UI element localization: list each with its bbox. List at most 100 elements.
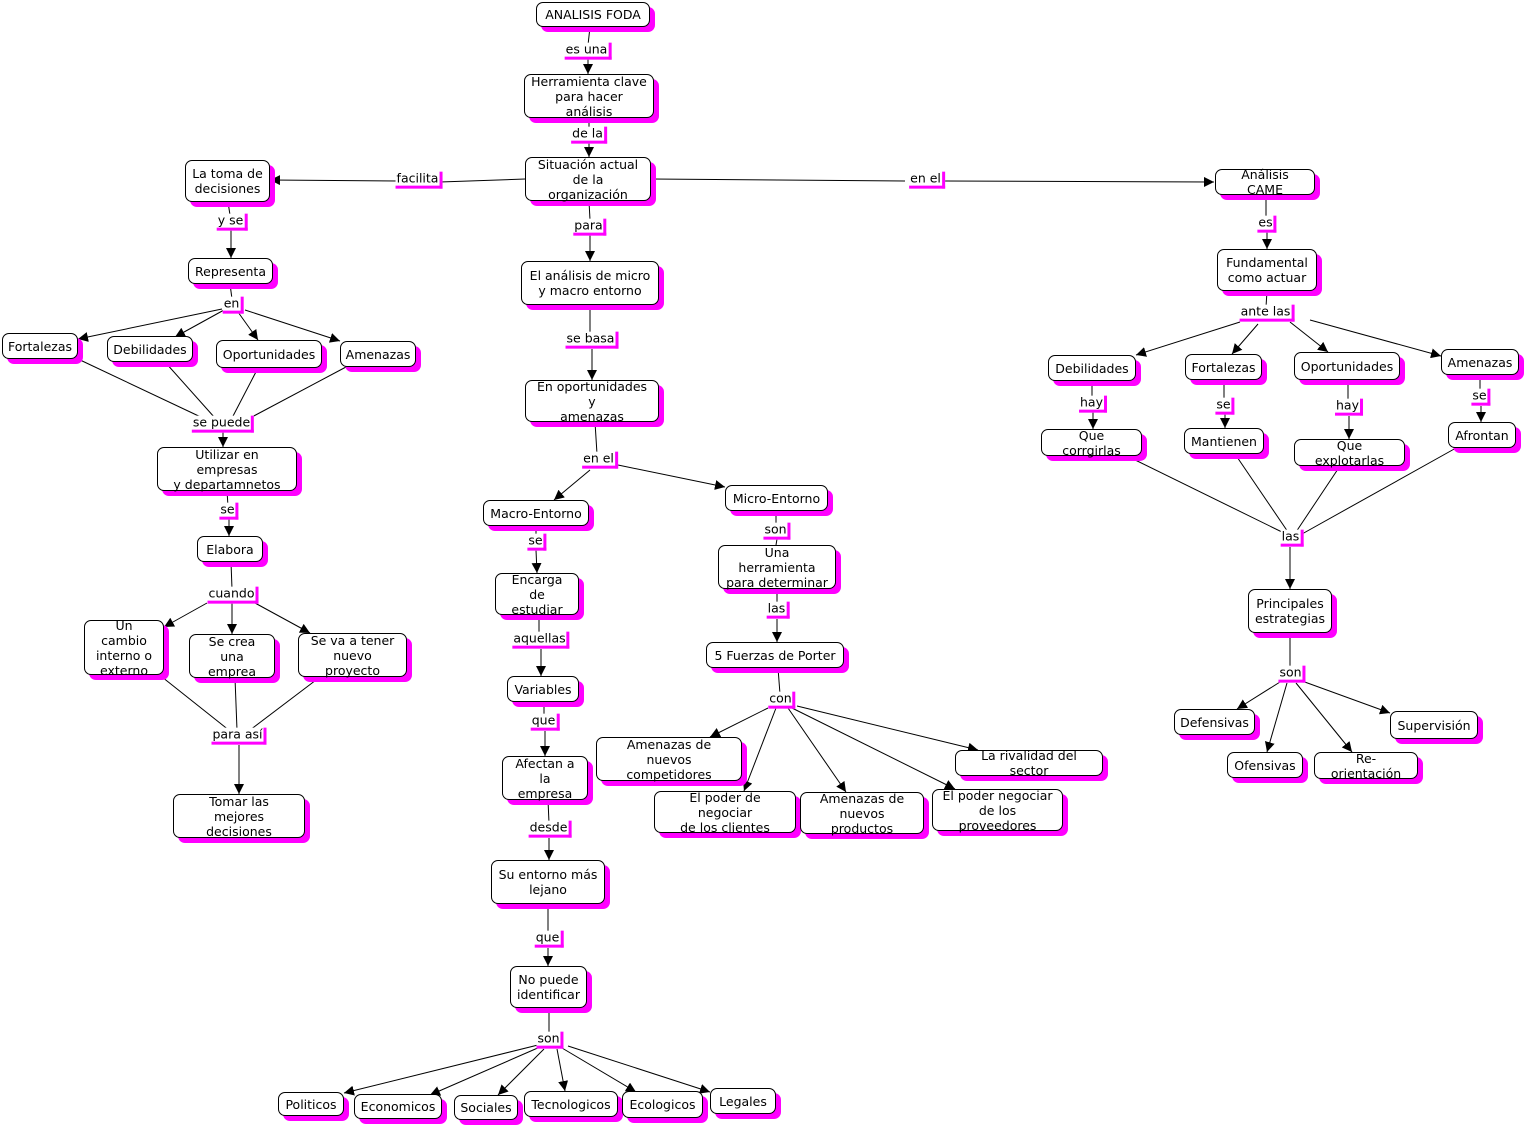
link-se-basa[interactable]: se basa — [565, 331, 619, 349]
concept-debilidades-left[interactable]: Debilidades — [107, 336, 193, 362]
concept-no-puede-identificar[interactable]: No puede identificar — [510, 966, 587, 1008]
link-facilita[interactable]: facilita — [395, 171, 443, 189]
line-connector — [227, 201, 231, 216]
link-para-asi[interactable]: para así — [211, 727, 267, 745]
arrow-connector — [709, 707, 769, 738]
concept-ofensivas[interactable]: Ofensivas — [1227, 752, 1303, 778]
link-se-fortalezas[interactable]: se — [1215, 397, 1235, 415]
link-cuando[interactable]: cuando — [207, 586, 259, 604]
concept-poder-clientes[interactable]: El poder de negociar de los clientes — [654, 790, 796, 835]
concept-analisis-foda[interactable]: ANALISIS FODA — [536, 2, 650, 27]
concept-herramienta-clave[interactable]: Herramienta clave para hacer análisis — [524, 74, 654, 119]
concept-poder-proveedores[interactable]: El poder negociar de los proveedores — [932, 788, 1063, 833]
concept-que-corregirlas[interactable]: Que corrgirlas — [1041, 428, 1142, 458]
concept-ecologicos[interactable]: Ecologicos — [622, 1091, 703, 1118]
concept-nuevo-proyecto[interactable]: Se va a tener nuevo proyecto — [298, 633, 407, 678]
concept-afectan-a-la-empresa[interactable]: Afectan a la empresa — [502, 756, 588, 801]
link-que-2[interactable]: que — [534, 930, 564, 948]
link-es-came[interactable]: es — [1257, 215, 1277, 233]
concept-se-crea-una-empresa[interactable]: Se crea una emprea — [189, 634, 275, 679]
link-es-una[interactable]: es una — [564, 42, 612, 60]
line-connector — [1234, 453, 1289, 533]
concept-micro-entorno[interactable]: Micro-Entorno — [725, 485, 828, 511]
concept-analisis-micro-macro[interactable]: El análisis de micro y macro entorno — [521, 261, 659, 305]
arrow-connector — [787, 707, 847, 793]
link-se-puede[interactable]: se puede — [191, 415, 255, 433]
concept-economicos[interactable]: Economicos — [354, 1094, 442, 1119]
link-de-la[interactable]: de la — [571, 127, 607, 144]
arrow-connector — [742, 707, 777, 792]
arrow-connector — [556, 1048, 569, 1092]
concept-la-toma-de-decisiones[interactable]: La toma de decisiones — [185, 160, 270, 202]
link-en-el-mid[interactable]: en el — [582, 451, 618, 469]
arrow-connector — [617, 464, 726, 490]
concept-elabora[interactable]: Elabora — [197, 536, 263, 562]
link-hay-2[interactable]: hay — [1335, 398, 1363, 416]
link-desde[interactable]: desde — [528, 820, 572, 838]
concept-macro-entorno[interactable]: Macro-Entorno — [483, 500, 589, 526]
concept-fortalezas-right[interactable]: Fortalezas — [1185, 354, 1262, 380]
line-connector — [1126, 455, 1285, 534]
arrow-connector — [531, 549, 542, 574]
link-son-right[interactable]: son — [1278, 665, 1306, 683]
link-se-amenazas[interactable]: se — [1471, 388, 1491, 406]
line-connector — [161, 676, 231, 732]
arrow-connector — [1301, 680, 1391, 715]
arrow-connector — [791, 707, 956, 790]
link-se-macro[interactable]: se — [527, 533, 547, 551]
line-connector — [1301, 447, 1457, 535]
concept-defensivas[interactable]: Defensivas — [1174, 709, 1255, 735]
concept-representa[interactable]: Representa — [188, 258, 273, 284]
concept-oportunidades-right[interactable]: Oportunidades — [1294, 352, 1400, 380]
line-connector — [164, 361, 216, 419]
link-hay-1[interactable]: hay — [1079, 395, 1107, 413]
concept-encarga-de-estudiar[interactable]: Encarga de estudiar — [495, 572, 579, 617]
link-las-micro[interactable]: las — [766, 601, 790, 619]
concept-supervision[interactable]: Supervisión — [1390, 711, 1478, 739]
concept-nuevos-competidores[interactable]: Amenazas de nuevos competidores — [596, 737, 742, 782]
concept-sociales[interactable]: Sociales — [454, 1095, 518, 1120]
concept-herramienta-determinar[interactable]: Una herramienta para determinar — [718, 545, 836, 590]
concept-analisis-came[interactable]: Análisis CAME — [1215, 167, 1315, 197]
concept-un-cambio[interactable]: Un cambio interno o externo — [84, 618, 164, 678]
concept-rivalidad-sector[interactable]: La rivalidad del sector — [955, 748, 1103, 778]
concept-nuevos-productos[interactable]: Amenazas de nuevos productos — [800, 791, 924, 836]
concept-variables[interactable]: Variables — [507, 676, 579, 702]
concept-tomar-mejores-decisiones[interactable]: Tomar las mejores decisiones — [173, 794, 305, 839]
link-son-bottom[interactable]: son — [536, 1031, 564, 1049]
link-que-1[interactable]: que — [530, 713, 560, 731]
concept-tecnologicos[interactable]: Tecnologicos — [524, 1091, 618, 1117]
concept-que-explotarlas[interactable]: Que explotarlas — [1294, 438, 1405, 468]
concept-amenazas-left[interactable]: Amenazas — [340, 341, 416, 367]
concept-politicos[interactable]: Politicos — [278, 1092, 344, 1116]
concept-afrontan[interactable]: Afrontan — [1448, 422, 1516, 448]
concept-oportunidades-y-amenazas[interactable]: En oportunidades y amenazas — [525, 379, 659, 424]
link-en-el-right[interactable]: en el — [909, 171, 945, 189]
concept-amenazas-right[interactable]: Amenazas — [1441, 349, 1519, 375]
link-con[interactable]: con — [768, 691, 796, 709]
arrow-connector — [343, 1044, 539, 1096]
concept-oportunidades-left[interactable]: Oportunidades — [216, 340, 322, 368]
concept-situacion-actual[interactable]: Situación actual de la organización — [525, 157, 651, 202]
concept-principales-estrategias[interactable]: Principales estrategias — [1248, 589, 1332, 633]
concept-re-orientacion[interactable]: Re-orientación — [1314, 751, 1418, 781]
line-connector — [77, 358, 206, 420]
link-y-se[interactable]: y se — [216, 213, 248, 231]
concept-fortalezas-left[interactable]: Fortalezas — [2, 333, 78, 359]
link-se-left[interactable]: se — [219, 502, 239, 520]
arrow-connector — [244, 309, 341, 343]
concept-entorno-mas-lejano[interactable]: Su entorno más lejano — [491, 860, 605, 904]
link-las-right[interactable]: las — [1280, 529, 1304, 547]
concept-utilizar-en-empresas[interactable]: Utilizar en empresas y departamnetos — [157, 447, 297, 492]
line-connector — [547, 799, 550, 824]
concept-5-fuerzas-porter[interactable]: 5 Fuerzas de Porter — [706, 642, 844, 668]
concept-legales[interactable]: Legales — [710, 1088, 776, 1114]
link-para[interactable]: para — [573, 218, 607, 236]
concept-fundamental-como-actuar[interactable]: Fundamental como actuar — [1217, 249, 1317, 291]
link-en-left[interactable]: en — [222, 296, 244, 314]
link-aquellas[interactable]: aquellas — [512, 631, 570, 649]
concept-debilidades-right[interactable]: Debilidades — [1048, 355, 1136, 381]
link-ante-las[interactable]: ante las — [1239, 304, 1295, 322]
link-son-micro[interactable]: son — [763, 522, 791, 540]
concept-mantienen[interactable]: Mantienen — [1184, 428, 1264, 454]
